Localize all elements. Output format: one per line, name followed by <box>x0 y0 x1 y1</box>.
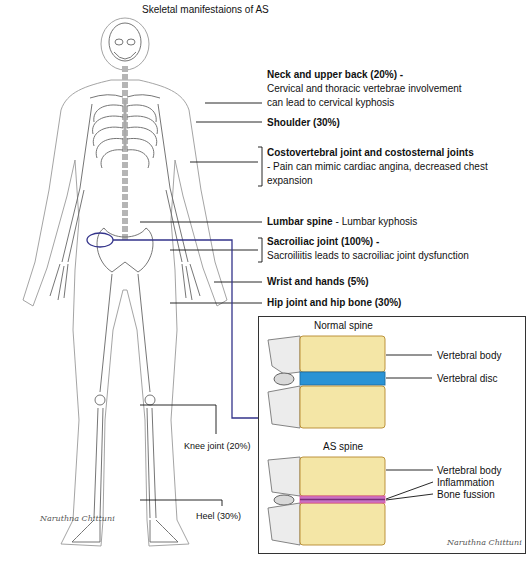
skeleton <box>90 95 160 98</box>
site-label: Knee joint (20%) <box>184 440 256 452</box>
callout: Naruthna Chittuni <box>40 514 130 524</box>
sacroiliac-pointer <box>113 240 258 418</box>
skeleton <box>50 264 200 300</box>
skeleton <box>50 23 200 542</box>
as-vertebrae <box>268 457 300 496</box>
callout: Knee joint (20%) <box>184 440 256 452</box>
leader-line <box>386 355 432 378</box>
normal-vertebrae <box>300 336 385 372</box>
skeleton <box>62 188 188 262</box>
body-silhouette <box>23 18 227 546</box>
sacroiliac-pointer <box>87 233 113 247</box>
as-vertebrae <box>300 503 385 545</box>
leader-line <box>170 303 262 304</box>
normal-vertebrae <box>300 372 385 385</box>
callout: Neck and upper back (20%) -Cervical and … <box>267 68 472 110</box>
callout: Hip joint and hip bone (30%) <box>267 296 517 310</box>
leader-line <box>196 122 262 123</box>
body-silhouette <box>101 18 149 70</box>
leader-line <box>170 238 262 262</box>
normal-vertebrae <box>268 336 385 428</box>
callout: Costovertebral joint and costosternal jo… <box>267 146 517 188</box>
site-heading: Hip joint and hip bone (30%) <box>267 296 517 310</box>
site-heading: Wrist and hands (5%) <box>267 275 517 289</box>
site-heading: Lumbar spine <box>267 216 333 227</box>
as-vertebrae <box>274 495 294 505</box>
site-label: Heel (30%) <box>196 510 256 522</box>
leader-line <box>205 103 262 104</box>
as-vertebrae <box>268 503 300 545</box>
part-label: Inflammation <box>437 477 494 489</box>
leader-line <box>140 500 222 506</box>
skeleton <box>94 408 156 518</box>
part-label: Bone fussion <box>437 489 495 501</box>
callout: Heel (30%) <box>196 510 256 522</box>
skeleton <box>97 228 153 272</box>
skeleton <box>114 52 136 59</box>
skeleton <box>127 105 157 168</box>
normal-vertebrae <box>300 386 385 428</box>
normal-vertebrae <box>268 336 300 374</box>
skeleton <box>145 395 155 405</box>
artist-signature: Naruthna Chittuni <box>40 514 130 524</box>
skeleton <box>80 104 170 188</box>
callout: Wrist and hands (5%) <box>267 275 517 289</box>
site-note: - Pain can mimic cardiac angina, decreas… <box>267 160 517 188</box>
part-label: Vertebral body <box>437 465 502 477</box>
site-heading: Neck and upper back (20%) - <box>267 68 472 82</box>
body-silhouette <box>23 80 227 546</box>
site-heading: Costovertebral joint and costosternal jo… <box>267 146 517 160</box>
as-vertebrae <box>300 499 385 501</box>
part-label: Vertebral body <box>437 350 502 362</box>
skeleton <box>122 66 128 240</box>
skeleton <box>100 274 150 392</box>
skeleton <box>93 105 123 168</box>
site-heading: Shoulder (30%) <box>267 116 517 130</box>
as-vertebrae <box>300 457 385 496</box>
leader-line <box>386 470 433 500</box>
site-note: Sacroiliitis leads to sacroiliac joint d… <box>267 249 517 263</box>
panel-heading: AS spine <box>323 441 363 453</box>
sacroiliac-pointer <box>87 233 258 418</box>
as-vertebrae <box>268 457 385 545</box>
callout: Lumbar spine- Lumbar kyphosis <box>267 215 517 229</box>
callout: Shoulder (30%) <box>267 116 517 130</box>
skeleton <box>127 39 135 45</box>
site-note: - Lumbar kyphosis <box>336 216 418 227</box>
as-vertebrae <box>300 496 385 503</box>
site-heading: Sacroiliac joint (100%) - <box>267 235 517 249</box>
normal-vertebrae <box>274 373 294 385</box>
skeleton <box>115 39 123 45</box>
leader-line <box>140 222 262 223</box>
normal-vertebrae <box>268 386 300 428</box>
diagram-title: Skeletal manifestaions of AS <box>142 3 269 16</box>
panel-heading: Normal spine <box>314 320 373 332</box>
callout: Sacroiliac joint (100%) -Sacroiliitis le… <box>267 235 517 263</box>
inset-panel: Normal spineVertebral bodyVertebral disc… <box>258 316 526 554</box>
leader-line <box>140 405 216 434</box>
leader-line <box>190 147 262 186</box>
skeleton <box>124 100 127 150</box>
skeleton <box>95 395 105 405</box>
skeleton <box>72 520 178 542</box>
skeleton <box>109 23 141 61</box>
artist-signature: Naruthna Chittuni <box>447 538 522 548</box>
leader-line <box>214 282 262 283</box>
site-note: Cervical and thoracic vertebrae involvem… <box>267 82 472 110</box>
part-label: Vertebral disc <box>437 373 498 385</box>
